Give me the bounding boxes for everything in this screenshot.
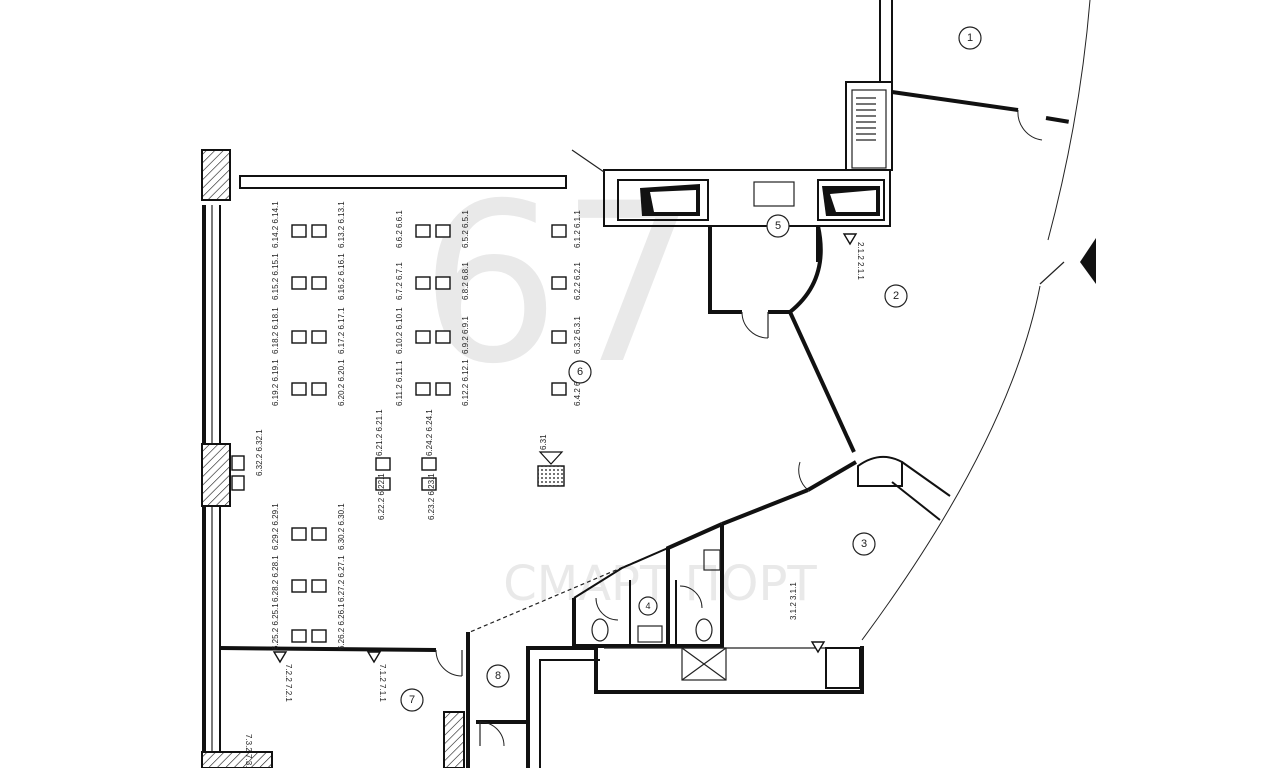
entrance-arrow-icon [1080, 238, 1096, 284]
eq-label-lower2-2: 6.26.2 6.26.1 [337, 603, 346, 650]
svg-text:СМАРТ ПОРТ: СМАРТ ПОРТ [503, 556, 817, 612]
eq-label-col3-0: 6.6.2 6.6.1 [395, 210, 404, 248]
room-5-walls [708, 225, 823, 339]
equipment-labels: 6.14.2 6.14.1 6.15.2 6.15.1 6.18.2 6.18.… [244, 201, 865, 768]
room-number-4: 4 [645, 601, 650, 611]
room-number-5: 5 [775, 220, 781, 232]
restroom-block [572, 522, 724, 648]
eq-label-special: 6.31 [539, 434, 548, 450]
room-number-7: 7 [409, 694, 415, 706]
eq-label-lower1-1: 6.28.2 6.28.1 [271, 555, 280, 602]
room-7-walls [219, 632, 470, 768]
eq-label-col4-0: 6.5.2 6.5.1 [461, 210, 470, 248]
core-block [571, 149, 891, 227]
eq-label-col4-3: 6.12.2 6.12.1 [461, 359, 470, 406]
room-marker-2: 2 [884, 284, 908, 308]
eq-label-col5-3: 6.4.2 6.4.1 [573, 368, 582, 406]
eq-label-mid-2: 6.24.2 6.24.1 [425, 409, 434, 456]
lower-corridor [526, 646, 864, 768]
eq-label-col1-3: 6.19.2 6.19.1 [271, 359, 280, 406]
eq-label-room2: 2.1.2 2.1.1 [856, 242, 865, 280]
eq-label-col5-0: 6.1.2 6.1.1 [573, 210, 582, 248]
eq-label-col5-2: 6.3.2 6.3.1 [573, 316, 582, 354]
eq-label-lower2-0: 6.30.2 6.30.1 [337, 503, 346, 550]
eq-label-col1-0: 6.14.2 6.14.1 [271, 201, 280, 248]
eq-label-col4-1: 6.8.2 6.8.1 [461, 262, 470, 300]
room-marker-7: 7 [400, 688, 424, 712]
eq-label-room3: 3.1.2 3.1.1 [789, 582, 798, 620]
left-exterior-wall [201, 149, 567, 768]
room-2-partition [788, 311, 856, 453]
eq-label-col2-3: 6.20.2 6.20.1 [337, 359, 346, 406]
eq-label-col3-1: 6.7.2 6.7.1 [395, 262, 404, 300]
eq-label-room7-0: 7.2.2 7.2.1 [284, 664, 293, 702]
eq-label-col1-2: 6.18.2 6.18.1 [271, 307, 280, 354]
watermark: 67 СМАРТ ПОРТ [420, 156, 817, 612]
eq-label-room7-2: 7.3.2 7.3.1 [244, 734, 253, 768]
eq-label-room7-1: 7.1.2 7.1.1 [378, 664, 387, 702]
equipment-grid [231, 224, 858, 664]
room-marker-4: 4 [638, 596, 658, 616]
room-8-walls [476, 720, 528, 747]
room-number-1: 1 [967, 32, 973, 44]
eq-label-col2-1: 6.16.2 6.16.1 [337, 253, 346, 300]
room-marker-1: 1 [958, 26, 982, 50]
room-marker-8: 8 [486, 664, 510, 688]
room-marker-6: 6 [568, 360, 592, 384]
eq-label-col2-2: 6.17.2 6.17.1 [337, 307, 346, 354]
curtain-wall [861, 0, 1096, 641]
eq-label-lower1-0: 6.29.2 6.29.1 [271, 503, 280, 550]
eq-label-col2-0: 6.13.2 6.13.1 [337, 201, 346, 248]
room-number-2: 2 [893, 290, 899, 302]
eq-label-col3-2: 6.10.2 6.10.1 [395, 307, 404, 354]
column-room-3 [798, 455, 951, 521]
eq-label-mid-0: 6.21.2 6.21.1 [375, 409, 384, 456]
room-number-8: 8 [495, 670, 501, 682]
eq-label-lower2-1: 6.27.2 6.27.1 [337, 555, 346, 602]
eq-label-lower1-2: 6.25.2 6.25.1 [271, 603, 280, 650]
eq-label-col3-3: 6.11.2 6.11.1 [395, 360, 404, 406]
room-marker-5: 5 [766, 214, 790, 238]
room-markers: 1 2 3 4 5 6 7 8 [400, 26, 982, 712]
eq-label-col4-2: 6.9.2 6.9.1 [461, 316, 470, 354]
eq-label-side: 6.32.2 6.32.1 [255, 429, 264, 476]
room-number-6: 6 [577, 366, 583, 378]
room-marker-3: 3 [852, 532, 876, 556]
eq-label-mid-1: 6.22.2 6.22.1 [377, 473, 386, 520]
room-1-walls [845, 0, 1071, 171]
eq-label-col1-1: 6.15.2 6.15.1 [271, 253, 280, 300]
eq-label-col5-1: 6.2.2 6.2.1 [573, 262, 582, 300]
eq-label-mid-3: 6.23.2 6.23.1 [427, 473, 436, 520]
room-number-3: 3 [861, 538, 867, 550]
